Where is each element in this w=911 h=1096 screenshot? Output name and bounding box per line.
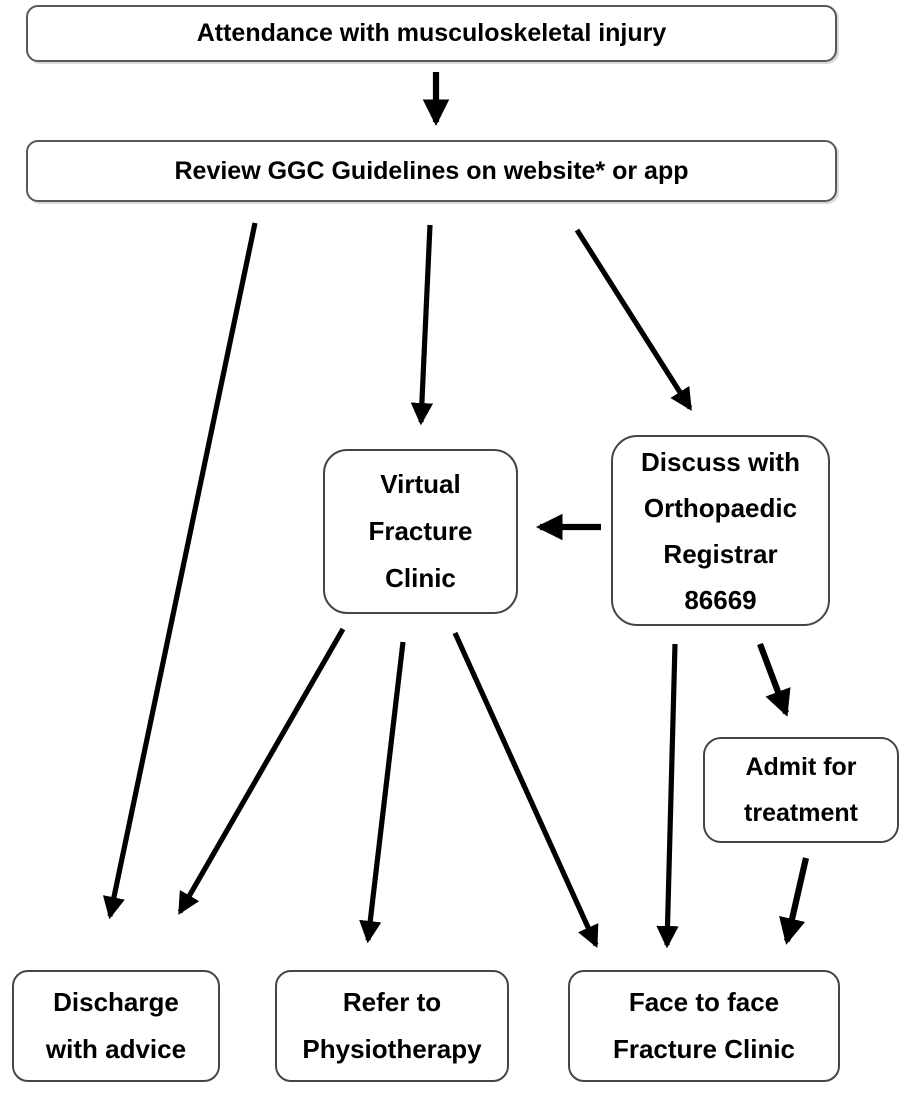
node-discuss-line: Discuss with [641,446,800,477]
node-discharge-line: with advice [45,1034,187,1064]
node-face-to-face-line: Face to face [628,987,780,1017]
node-discharge-line: Discharge [53,987,179,1017]
arrow-review-to-discuss [574,228,693,411]
node-discuss-line: 86669 [684,584,757,615]
node-discuss-line: Registrar [663,538,778,569]
arrow-virtual-to-face-to-face [452,631,599,949]
node-review: Review GGC Guidelines on website* or app [26,140,837,202]
arrow-admit-to-face-to-face [779,857,810,945]
node-admit-line: Admit for [745,753,857,781]
node-physiotherapy-line: Refer to [342,987,442,1017]
node-refer-to-physiotherapy: Refer to Physiotherapy [275,970,509,1082]
node-discharge-with-advice: Discharge with advice [12,970,220,1082]
node-admit-line: treatment [744,799,858,827]
node-review-label: Review GGC Guidelines on website* or app [174,156,689,185]
arrow-review-to-discharge [102,222,258,920]
node-virtual-line: Virtual [380,469,461,499]
node-admit-for-treatment: Admit for treatment [703,737,899,843]
arrow-virtual-to-physiotherapy [359,641,406,944]
node-virtual-fracture-clinic: Virtual Fracture Clinic [323,449,518,614]
arrow-discuss-to-admit [757,642,791,717]
node-attendance: Attendance with musculoskeletal injury [26,5,837,62]
node-physiotherapy-line: Physiotherapy [302,1034,482,1064]
node-discuss-orthopaedic-registrar: Discuss with Orthopaedic Registrar 86669 [611,435,830,626]
node-discuss-line: Orthopaedic [643,492,798,523]
node-face-to-face-line: Fracture Clinic [612,1034,796,1064]
arrow-review-to-virtual [410,224,434,426]
node-virtual-line: Fracture [368,516,473,546]
arrow-virtual-to-discharge [177,627,346,915]
arrow-discuss-to-face-to-face [656,643,679,949]
node-virtual-line: Clinic [385,563,456,593]
node-face-to-face-fracture-clinic: Face to face Fracture Clinic [568,970,840,1082]
node-attendance-label: Attendance with musculoskeletal injury [196,19,667,47]
